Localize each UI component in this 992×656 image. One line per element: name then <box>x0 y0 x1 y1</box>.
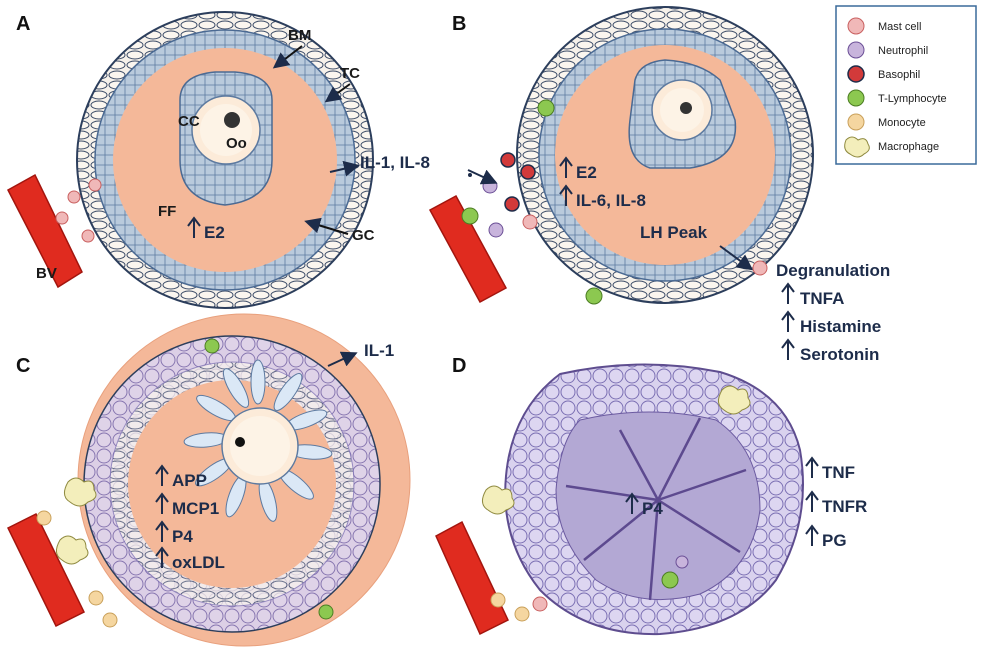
panel-c: C <box>6 313 411 647</box>
legend: Mast cell Neutrophil Basophil T-Lymphocy… <box>835 5 977 165</box>
panel-b-letter: B <box>452 13 466 35</box>
label-bm: BM <box>288 27 311 44</box>
marker-b-e2: E2 <box>576 163 597 182</box>
follicle-c <box>77 313 411 647</box>
marker-d-tnfr: TNFR <box>822 497 867 516</box>
blood-vessel-c <box>6 512 86 628</box>
panel-d: D P4 TNF TNFR PG <box>435 355 867 636</box>
label-bv: BV <box>36 265 57 282</box>
marker-a-il: IL-1, IL-8 <box>360 153 430 172</box>
panel-a-letter: A <box>16 13 30 35</box>
marker-d-pg: PG <box>822 531 847 550</box>
marker-b-tnfa: TNFA <box>800 289 844 308</box>
macrophage-icon <box>844 136 870 158</box>
legend-label-macrophage: Macrophage <box>878 141 939 153</box>
label-cc: CC <box>178 113 200 130</box>
marker-b-il: IL-6, IL-8 <box>576 191 646 210</box>
follicle-b <box>516 6 814 304</box>
marker-c-il1: IL-1 <box>364 341 394 360</box>
monocyte-icon <box>847 113 865 131</box>
panel-a: A BM TC CC Oo FF GC BV IL-1, IL-8 E2 <box>7 11 430 309</box>
follicle-a <box>76 11 374 309</box>
nucleus-a <box>224 112 240 128</box>
marker-b-degran: Degranulation <box>776 261 890 280</box>
basophil-icon <box>847 65 865 83</box>
blood-vessel-a <box>7 173 83 289</box>
legend-label-basophil: Basophil <box>878 69 920 81</box>
marker-b-sero: Serotonin <box>800 345 879 364</box>
t-lymphocyte-icon <box>847 89 865 107</box>
label-ff: FF <box>158 203 176 220</box>
label-oo: Oo <box>226 135 247 152</box>
panel-d-letter: D <box>452 355 466 377</box>
label-gc: GC <box>352 227 375 244</box>
marker-b-lh: LH Peak <box>640 223 708 242</box>
legend-label-t-lymphocyte: T-Lymphocyte <box>878 93 947 105</box>
marker-c-app: APP <box>172 471 207 490</box>
label-tc: TC <box>340 65 360 82</box>
panel-b: B E2 IL-6, IL-8 LH Peak Degranula <box>428 6 890 364</box>
blood-vessel-b <box>428 194 508 304</box>
panel-c-letter: C <box>16 355 30 377</box>
blood-vessel-d <box>435 520 509 636</box>
legend-label-monocyte: Monocyte <box>878 117 926 129</box>
marker-d-tnf: TNF <box>822 463 855 482</box>
marker-b-hist: Histamine <box>800 317 881 336</box>
marker-c-oxldl: oxLDL <box>172 553 225 572</box>
marker-c-p4: P4 <box>172 527 193 546</box>
mast-cell-icon <box>847 17 865 35</box>
marker-c-mcp1: MCP1 <box>172 499 219 518</box>
marker-d-p4: P4 <box>642 499 663 518</box>
marker-a-e2: E2 <box>204 223 225 242</box>
legend-label-neutrophil: Neutrophil <box>878 45 928 57</box>
corpus-luteum-d <box>504 363 804 636</box>
legend-label-mast: Mast cell <box>878 21 921 33</box>
neutrophil-icon <box>847 41 865 59</box>
